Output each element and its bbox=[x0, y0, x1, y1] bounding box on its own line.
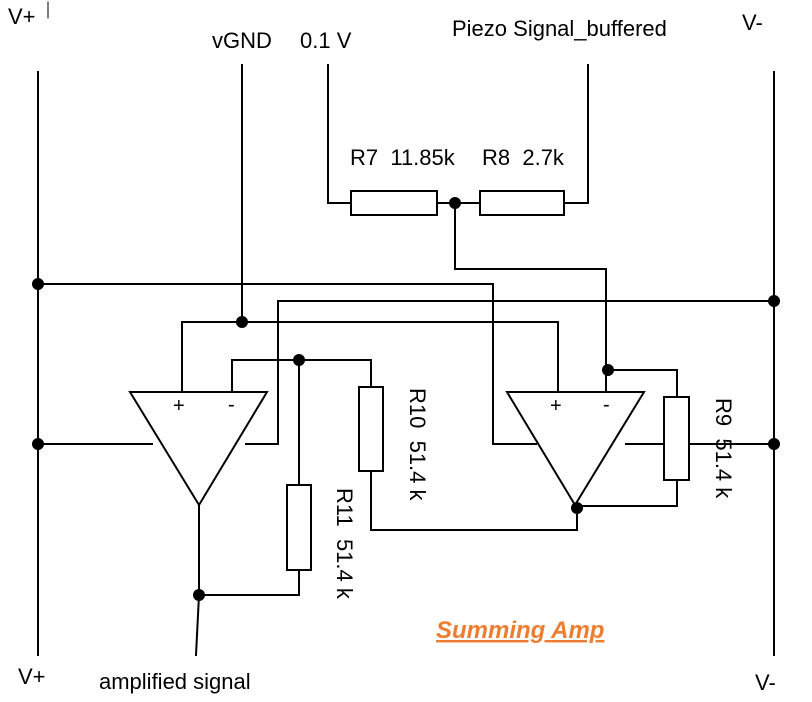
r11-label: R11 51.4 k bbox=[332, 488, 357, 600]
junction-dot bbox=[602, 364, 614, 376]
right-opamp-plus-sign: + bbox=[550, 395, 562, 417]
junction-dot bbox=[571, 502, 583, 514]
junction-dot bbox=[32, 278, 44, 290]
vplus-top-label: V+ bbox=[8, 4, 36, 29]
amplified-output-lead bbox=[194, 593, 201, 657]
junction-dot bbox=[768, 438, 780, 450]
junction-dot bbox=[193, 589, 205, 601]
vgnd-label: vGND bbox=[212, 28, 272, 53]
vminus-bottom-label: V- bbox=[755, 670, 776, 695]
r9-bottom-wire bbox=[574, 479, 678, 507]
left-opamp bbox=[128, 391, 269, 507]
junction-dot bbox=[293, 354, 305, 366]
r8-label: R8 2.7k bbox=[482, 145, 565, 170]
amplified-signal-label: amplified signal bbox=[99, 669, 251, 694]
vplus-bottom-label: V+ bbox=[18, 664, 46, 689]
junction-dot bbox=[449, 197, 461, 209]
summing-amp-title: Summing Amp bbox=[436, 617, 604, 644]
r9-label: R9 51.4 k bbox=[711, 398, 736, 499]
vminus-bus-wire bbox=[245, 300, 775, 445]
vminus-top-label: V- bbox=[742, 10, 763, 35]
junction-dot bbox=[32, 438, 44, 450]
vgnd-plus-inputs-wire bbox=[181, 321, 559, 363]
left-opamp-plus-sign: + bbox=[173, 395, 185, 417]
resistor-r11 bbox=[286, 484, 312, 571]
r10-to-right-output-wire bbox=[370, 470, 578, 531]
ref-voltage-label: 0.1 V bbox=[300, 28, 352, 53]
vplus-bus-wire bbox=[37, 283, 537, 445]
r7-label: R7 11.85k bbox=[350, 145, 456, 170]
resistor-r10 bbox=[358, 386, 384, 472]
ref-voltage-wire bbox=[327, 64, 352, 204]
r11-output-wire bbox=[198, 569, 300, 596]
resistor-r9 bbox=[663, 396, 690, 481]
left-opamp-minus-sign: - bbox=[228, 394, 235, 416]
resistor-r8 bbox=[479, 190, 565, 216]
piezo-label: Piezo Signal_buffered bbox=[452, 16, 667, 41]
right-opamp-minus-sign: - bbox=[603, 394, 610, 416]
junction-dot bbox=[236, 316, 248, 328]
right-opamp bbox=[505, 391, 646, 507]
r10-label: R10 51.4 k bbox=[405, 388, 430, 502]
resistor-r7 bbox=[350, 190, 438, 216]
junction-dot bbox=[768, 295, 780, 307]
r9-top-wire bbox=[605, 369, 678, 398]
divider-to-right-minus-wire bbox=[454, 202, 607, 371]
piezo-wire bbox=[563, 64, 589, 204]
